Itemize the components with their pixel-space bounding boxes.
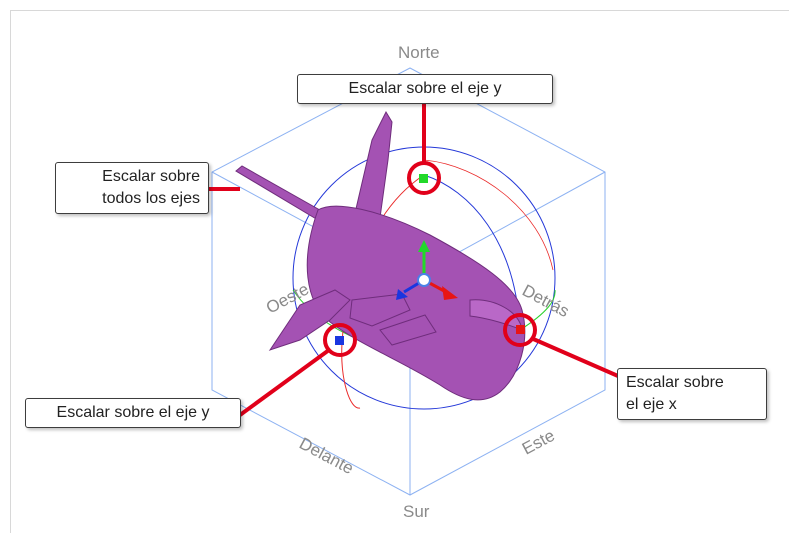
callout-scale-x-line1: Escalar sobre	[626, 374, 724, 391]
scale-x-handle[interactable]	[516, 325, 525, 334]
callout-scale-x-line2: el eje x	[626, 396, 677, 413]
direction-east: Este	[519, 426, 558, 459]
callout-connectors	[208, 103, 619, 417]
callout-scale-all-line2: todos los ejes	[102, 190, 200, 207]
callout-scale-all-axes: Escalar sobre todos los ejes	[55, 162, 209, 214]
callout-scale-x: Escalar sobre el eje x	[617, 368, 767, 420]
callout-scale-y-left-text: Escalar sobre el eje y	[56, 404, 210, 421]
callout-scale-y-left: Escalar sobre el eje y	[25, 398, 241, 428]
direction-front: Delante	[296, 434, 357, 478]
direction-north: Norte	[398, 43, 440, 62]
callout-scale-y-top: Escalar sobre el eje y	[297, 74, 553, 104]
direction-south: Sur	[403, 502, 430, 521]
scale-y-handle-left[interactable]	[335, 336, 344, 345]
scale-y-handle-top[interactable]	[419, 174, 428, 183]
transform-handles[interactable]	[396, 240, 458, 300]
callout-scale-y-top-text: Escalar sobre el eje y	[348, 80, 502, 97]
ship-model	[235, 110, 526, 401]
callout-scale-all-line1: Escalar sobre	[102, 168, 200, 185]
